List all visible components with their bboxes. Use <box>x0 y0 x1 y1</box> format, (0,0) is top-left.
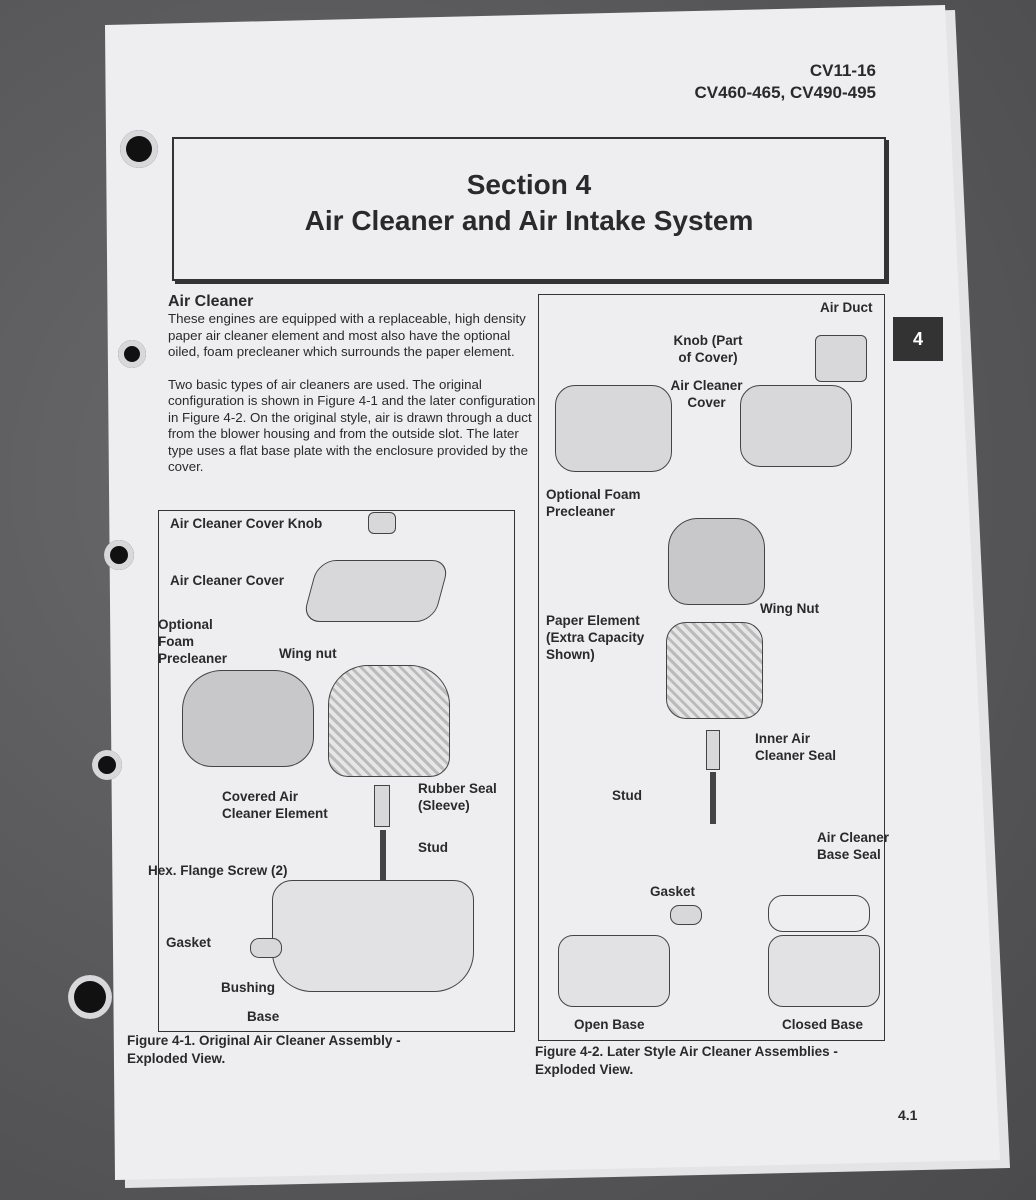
binder-hole <box>92 750 122 780</box>
knob-drawing <box>368 512 396 534</box>
figure-4-1 <box>158 510 515 1032</box>
label-bushing: Bushing <box>221 980 275 995</box>
figure-4-2-caption: Figure 4-2. Later Style Air Cleaner Asse… <box>535 1044 838 1077</box>
label-knob: Knob (Part of Cover) <box>673 333 743 365</box>
label-cover: Air Cleaner Cover <box>170 573 285 588</box>
label-gasket: Gasket <box>166 935 212 950</box>
binder-hole <box>120 130 158 168</box>
label-inner-seal: Inner Air Cleaner Seal <box>755 731 837 763</box>
element-drawing <box>328 665 450 777</box>
label-element: Covered Air Cleaner Element <box>222 789 328 821</box>
cover-drawing-left <box>555 385 672 472</box>
section-title: Air Cleaner and Air Intake System <box>304 205 754 236</box>
label-cover-knob: Air Cleaner Cover Knob <box>170 516 323 531</box>
binder-hole <box>68 975 112 1019</box>
label-air-duct: Air Duct <box>820 300 873 315</box>
label-wing-nut: Wing Nut <box>760 601 820 616</box>
air-cleaner-section: Air Cleaner These engines are equipped w… <box>168 293 543 476</box>
inner-seal-drawing <box>706 730 720 770</box>
model-line-2: CV460-465, CV490-495 <box>694 83 876 102</box>
precleaner-drawing <box>668 518 765 605</box>
label-precleaner: Optional Foam Precleaner <box>546 487 641 519</box>
label-stud: Stud <box>612 788 642 803</box>
label-element: Paper Element (Extra Capacity Shown) <box>546 613 645 662</box>
label-wing-nut: Wing nut <box>279 646 337 661</box>
stud-drawing <box>710 772 716 824</box>
paragraph: Two basic types of air cleaners are used… <box>168 376 536 475</box>
section-tab: 4 <box>893 317 943 361</box>
label-base: Base <box>247 1009 280 1024</box>
label-closed-base: Closed Base <box>782 1017 864 1032</box>
section-title-box: Section 4 Air Cleaner and Air Intake Sys… <box>172 137 886 281</box>
gasket-drawing <box>250 938 282 958</box>
binder-hole <box>118 340 146 368</box>
label-base-seal: Air Cleaner Base Seal <box>817 830 890 862</box>
figure-4-1-caption: Figure 4-1. Original Air Cleaner Assembl… <box>127 1033 401 1066</box>
base-seal-drawing <box>768 895 870 932</box>
paragraph: These engines are equipped with a replac… <box>168 311 526 359</box>
page-number: 4.1 <box>898 1107 918 1123</box>
label-rubber-seal: Rubber Seal (Sleeve) <box>418 781 497 813</box>
open-base-drawing <box>558 935 670 1007</box>
label-precleaner: Optional Foam Precleaner <box>158 617 228 666</box>
label-gasket: Gasket <box>650 884 696 899</box>
gasket-drawing <box>670 905 702 925</box>
binder-hole <box>104 540 134 570</box>
label-hex-screw: Hex. Flange Screw (2) <box>148 863 288 878</box>
rubber-seal-drawing <box>374 785 390 827</box>
label-open-base: Open Base <box>574 1017 645 1032</box>
closed-base-drawing <box>768 935 880 1007</box>
section-heading: Air Cleaner <box>168 293 254 310</box>
cover-drawing-right <box>740 385 852 467</box>
figure-4-2 <box>538 294 885 1041</box>
section-number: Section 4 <box>466 169 592 200</box>
element-drawing <box>666 622 763 719</box>
model-line-1: CV11-16 <box>809 61 876 80</box>
label-stud: Stud <box>418 840 448 855</box>
air-duct-drawing <box>815 335 867 382</box>
model-header: CV11-16 CV460-465, CV490-495 <box>695 60 876 104</box>
base-drawing <box>272 880 474 992</box>
cover-drawing <box>301 560 451 622</box>
precleaner-drawing <box>182 670 314 767</box>
label-cover: Air Cleaner Cover <box>670 378 743 410</box>
